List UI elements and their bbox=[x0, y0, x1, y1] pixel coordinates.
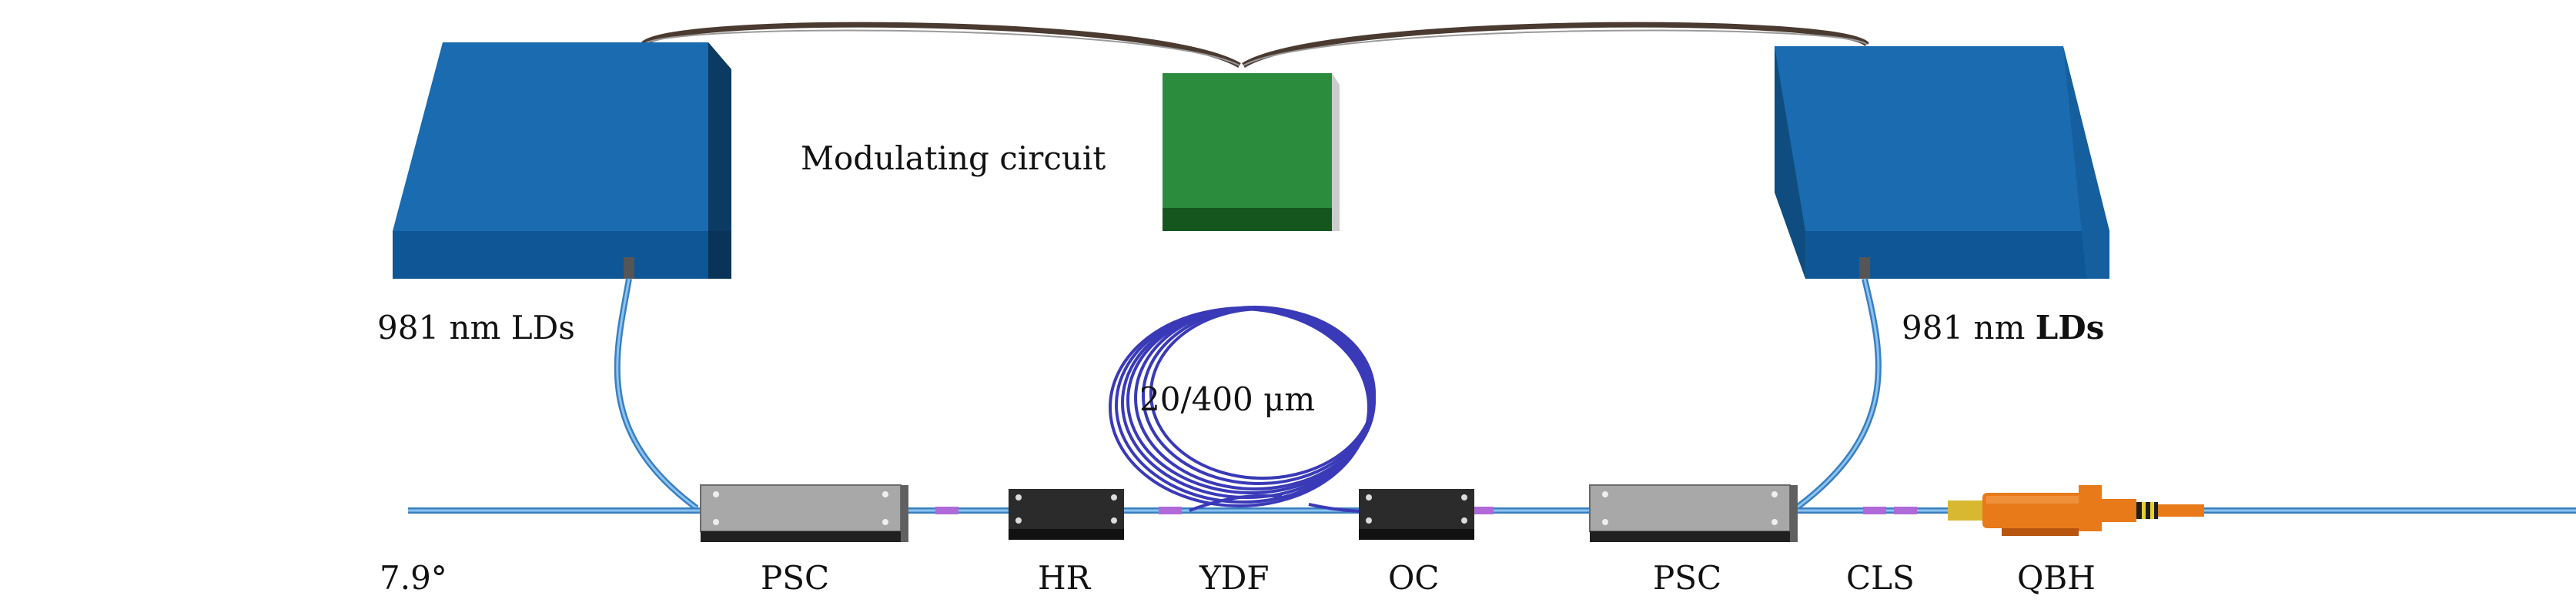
qbh-connector bbox=[1948, 485, 2204, 536]
cls-label: CLS bbox=[1846, 559, 1915, 597]
psc-right-component bbox=[1589, 484, 1798, 542]
hr-grating-component bbox=[1009, 489, 1124, 540]
psc-left-label: PSC bbox=[761, 559, 829, 597]
ld-right-label-bold: LDs bbox=[2036, 309, 2105, 347]
oc-grating-component bbox=[1359, 489, 1474, 540]
ld-left-label: 981 nm LDs bbox=[377, 309, 575, 347]
psc-left-component bbox=[700, 484, 908, 542]
hr-label: HR bbox=[1038, 559, 1092, 597]
psc-right-label: PSC bbox=[1653, 559, 1721, 597]
control-cables bbox=[641, 22, 1869, 69]
ydf-label: YDF bbox=[1199, 559, 1270, 597]
modulating-circuit-label: Modulating circuit bbox=[801, 139, 1106, 177]
ydf-coil bbox=[1109, 306, 1394, 514]
laser-diode-left bbox=[393, 42, 731, 279]
angle-label: 7.9° bbox=[380, 559, 447, 597]
ld-right-label: 981 nm LDs bbox=[1902, 309, 2104, 347]
qbh-label: QBH bbox=[2017, 559, 2096, 597]
ld-right-label-prefix: 981 nm bbox=[1902, 309, 2036, 347]
laser-diode-right bbox=[1775, 46, 2109, 279]
ydf-spec-label: 20/400 μm bbox=[1139, 380, 1315, 418]
pump-fibers bbox=[614, 278, 1882, 513]
modulating-circuit-box bbox=[1163, 73, 1340, 231]
oc-label: OC bbox=[1388, 559, 1440, 597]
